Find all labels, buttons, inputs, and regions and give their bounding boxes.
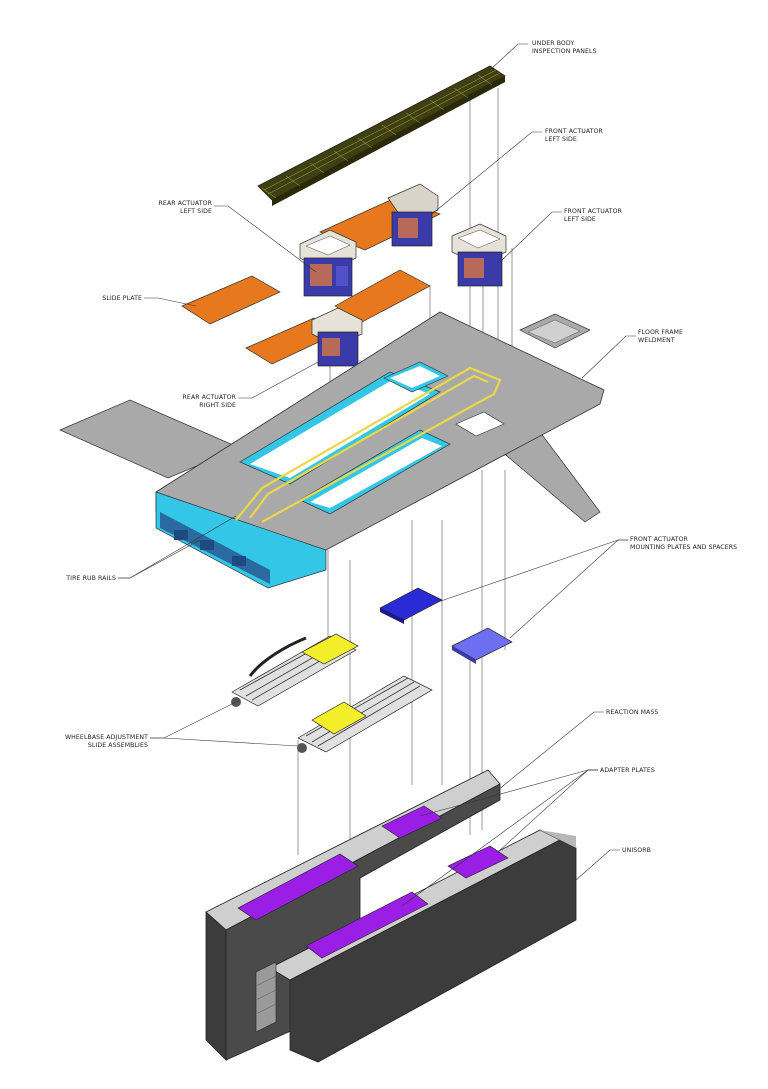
label-line: FRONT ACTUATOR <box>630 536 688 543</box>
label-front-actuator-left-side: FRONT ACTUATOR LEFT SIDE <box>564 208 622 223</box>
label-line: TIRE RUB RAILS <box>66 575 116 582</box>
label-line: REAR ACTUATOR <box>158 200 212 207</box>
front-actuator-mounting-plates <box>379 587 513 664</box>
rear-actuator-right-assembly <box>245 269 431 367</box>
label-line: FRONT ACTUATOR <box>564 208 622 215</box>
label-line: UNISORB <box>622 847 652 854</box>
label-slide-plate: SLIDE PLATE <box>90 295 142 303</box>
label-rear-actuator-right-side: REAR ACTUATOR RIGHT SIDE <box>170 394 236 409</box>
label-front-actuator-left-top: FRONT ACTUATOR LEFT SIDE <box>545 128 603 143</box>
label-line: INSPECTION PANELS <box>532 47 597 55</box>
front-actuator-left-side <box>451 223 507 287</box>
label-line: LEFT SIDE <box>545 135 577 143</box>
label-front-actuator-mounting-plates: FRONT ACTUATOR MOUNTING PLATES AND SPACE… <box>630 536 737 551</box>
under-body-inspection-panels <box>257 65 506 206</box>
label-line: SLIDE PLATE <box>102 295 142 302</box>
label-line: REAR ACTUATOR <box>182 394 236 401</box>
label-line: WELDMENT <box>638 336 675 344</box>
label-line: ADAPTER PLATES <box>600 767 655 774</box>
label-reaction-mass: REACTION MASS <box>606 709 658 717</box>
label-line: FRONT ACTUATOR <box>545 128 603 135</box>
label-under-body-inspection-panels: UNDER BODY INSPECTION PANELS <box>532 40 597 55</box>
label-line: REACTION MASS <box>606 709 659 716</box>
label-leaders <box>118 43 636 907</box>
label-line: WHEELBASE ADJUSTMENT <box>64 734 148 741</box>
slide-plate-left <box>181 275 281 325</box>
label-wheelbase-adjustment: WHEELBASE ADJUSTMENT SLIDE ASSEMBLIES <box>60 734 148 749</box>
floor-frame-weldment <box>59 311 605 589</box>
label-line: FLOOR FRAME <box>638 329 683 336</box>
label-adapter-plates: ADAPTER PLATES <box>600 767 655 775</box>
wheelbase-slide-assembly-lower <box>297 675 433 753</box>
label-line: UNDER BODY <box>532 40 575 47</box>
label-tire-rub-rails: TIRE RUB RAILS <box>56 575 116 583</box>
rear-actuator-left-assembly <box>299 183 441 297</box>
label-line: SLIDE ASSEMBLIES <box>87 741 148 749</box>
label-rear-actuator-left-side: REAR ACTUATOR LEFT SIDE <box>150 200 212 215</box>
label-line: LEFT SIDE <box>180 207 212 215</box>
label-floor-frame-weldment: FLOOR FRAME WELDMENT <box>638 329 683 344</box>
label-line: LEFT SIDE <box>564 215 596 223</box>
label-line: MOUNTING PLATES AND SPACERS <box>630 543 738 551</box>
label-line: RIGHT SIDE <box>199 401 236 409</box>
wheelbase-slide-assembly-upper <box>231 633 359 707</box>
label-unisorb: UNISORB <box>622 847 651 855</box>
